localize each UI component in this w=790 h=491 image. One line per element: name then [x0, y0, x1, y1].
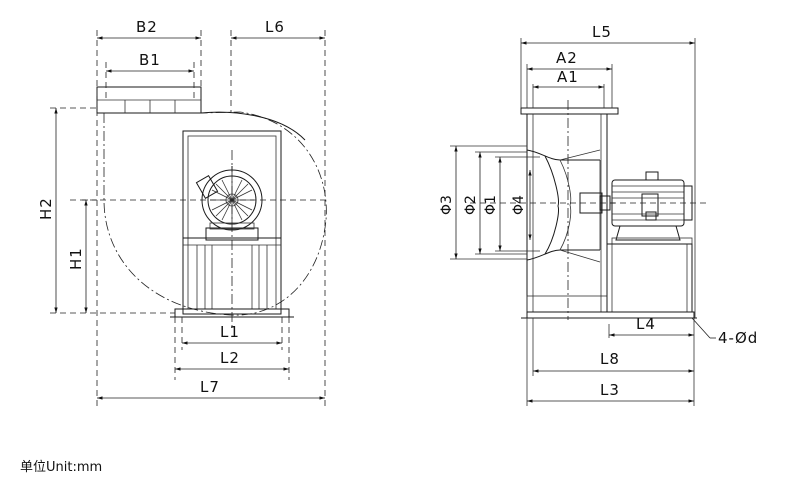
- dim-hole-label: 4-Ød: [718, 329, 758, 347]
- dim-l6-label: L6: [265, 18, 285, 36]
- dim-phi3-label: Φ3: [439, 195, 455, 215]
- dim-h2-label: H2: [37, 197, 55, 220]
- side-base-plate: [526, 311, 695, 319]
- front-view: B2 B1 L6 H2 H1 L1 L2 L7: [37, 18, 330, 410]
- dim-h1-label: H1: [67, 247, 85, 270]
- side-view: L5 A2 A1 Φ3 Φ2 Φ1 Φ4 L4 4-Ød L8 L3: [439, 23, 758, 406]
- dim-b1-label: B1: [139, 51, 161, 69]
- dim-l1-label: L1: [220, 323, 240, 341]
- unit-note: 单位Unit:mm: [20, 460, 103, 475]
- dim-l8-label: L8: [600, 350, 620, 368]
- dim-a2-label: A2: [556, 49, 578, 67]
- dim-phi1-label: Φ1: [483, 195, 499, 215]
- volute-outline: [103, 111, 327, 316]
- dim-a1-label: A1: [557, 68, 579, 86]
- dim-l5-label: L5: [592, 23, 612, 41]
- dim-phi2-label: Φ2: [463, 195, 479, 215]
- side-base-frame: [606, 243, 693, 313]
- dim-l3-label: L3: [600, 381, 620, 399]
- dim-phi4-label: Φ4: [511, 195, 527, 215]
- dim-l7-label: L7: [200, 378, 220, 396]
- side-top-flange: [520, 107, 619, 115]
- dim-l2-label: L2: [220, 349, 240, 367]
- dim-l4-label: L4: [636, 315, 656, 333]
- dim-b2-label: B2: [136, 18, 158, 36]
